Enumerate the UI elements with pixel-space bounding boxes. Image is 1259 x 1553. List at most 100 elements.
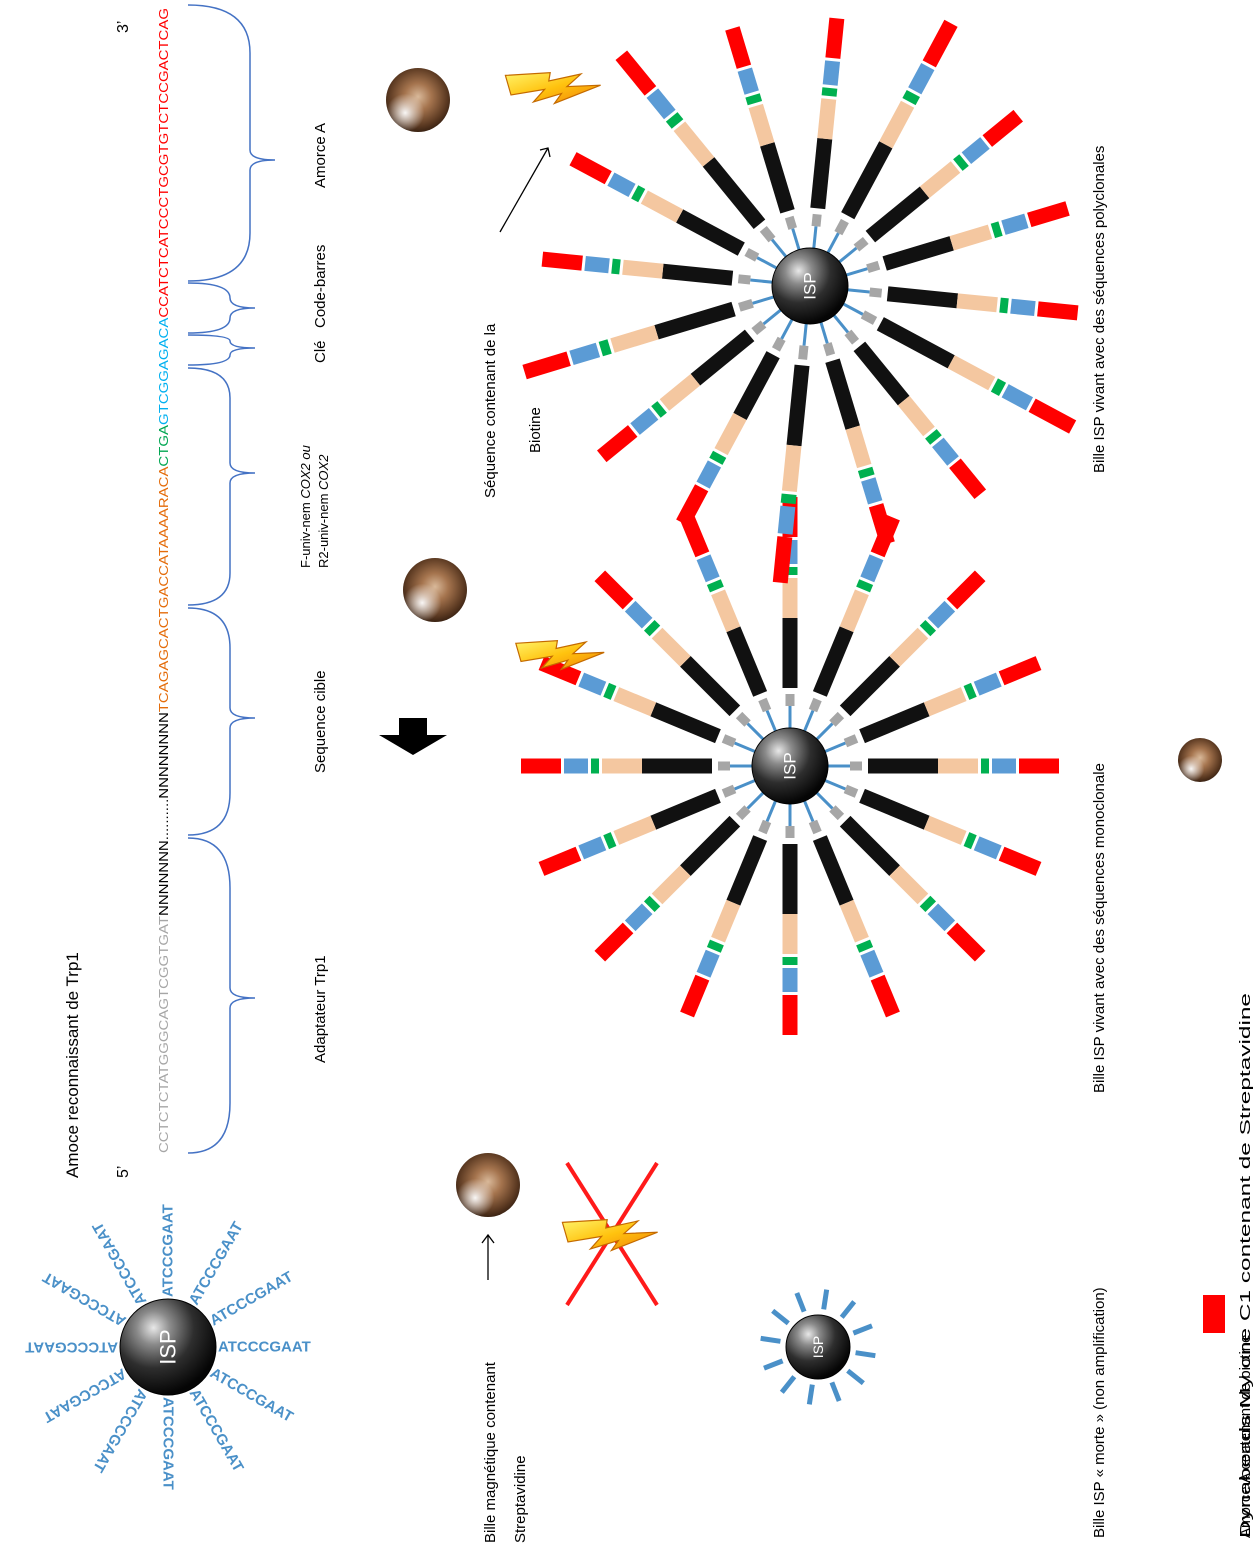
strand-segment-red xyxy=(538,846,582,876)
dna-strand xyxy=(680,798,778,1018)
label-mono-isp: Bille ISP vivant avec des séquences mono… xyxy=(1091,763,1108,1093)
magnetic-bead-highlight xyxy=(386,68,450,132)
strand-segment-green xyxy=(953,154,969,171)
strand-segment-blue xyxy=(932,437,959,466)
strand-segment-blue xyxy=(973,672,1002,696)
strand-segment-blue xyxy=(961,137,990,164)
isp-bead xyxy=(119,1298,217,1396)
bracket-cible xyxy=(187,607,256,836)
dna-strand xyxy=(569,152,779,271)
label-cible: Sequence cible xyxy=(312,670,329,773)
magnetic-bead-highlight xyxy=(1178,738,1222,782)
strand-segment-blue xyxy=(777,505,796,535)
primer-sequence-text: ATCCCGAAT xyxy=(186,1219,247,1308)
dead-isp xyxy=(760,1289,876,1405)
strand-linker xyxy=(802,709,815,734)
primer-stub xyxy=(839,1300,857,1319)
strand-segment-red xyxy=(1037,301,1079,321)
strand-segment-gray xyxy=(829,711,845,727)
label-amorce: Amorce A xyxy=(312,123,329,188)
strand-segment-black xyxy=(676,209,745,256)
isp-label: ISP xyxy=(781,752,800,779)
strand-segment-red xyxy=(569,152,612,185)
strand-segment-tan xyxy=(923,687,967,717)
label-amorce-biotine: Amorce A contenant de biotine xyxy=(1237,1335,1254,1538)
strand-segment-gray xyxy=(758,697,772,713)
strand-segment-red xyxy=(1027,201,1070,228)
strand-segment-gray xyxy=(844,329,860,345)
strand-segment-green xyxy=(780,493,797,505)
strand-segment-red xyxy=(946,922,986,962)
strand-segment-gray xyxy=(834,218,849,236)
label-cle: Clé xyxy=(312,340,329,363)
strand-segment-red xyxy=(676,484,709,527)
five-prime-label: 5’ xyxy=(115,1166,132,1178)
strand-linker xyxy=(844,267,868,278)
strand-segment-green xyxy=(651,401,667,418)
strand-segment-green xyxy=(643,895,661,913)
strand-segment-tan xyxy=(651,865,691,905)
strand-segment-blue xyxy=(646,88,676,120)
process-arrow xyxy=(379,718,447,755)
strand-segment-red xyxy=(615,50,657,96)
strand-segment-blue xyxy=(584,255,610,274)
strand-segment-blue xyxy=(860,949,884,978)
strand-segment-black xyxy=(702,157,766,229)
strand-segment-tan xyxy=(897,395,935,437)
strand-segment-black xyxy=(680,656,741,717)
dna-strand xyxy=(676,317,795,527)
strand-segment-gray xyxy=(735,711,751,727)
strand-linker xyxy=(814,722,834,742)
strand-segment-tan xyxy=(714,412,747,456)
strand-segment-gray xyxy=(798,345,809,360)
strand-segment-tan xyxy=(923,815,967,845)
strand-segment-red xyxy=(998,656,1042,686)
strand-segment-gray xyxy=(808,819,822,835)
strand-segment-red xyxy=(680,974,710,1018)
magnetic-bead-mono xyxy=(403,558,467,622)
strand-segment-red xyxy=(597,425,638,463)
primer-sequence-text: ATCCCGAAT xyxy=(40,1365,129,1426)
primer-sequence-text: ATCCCGAAT xyxy=(218,1339,311,1356)
strand-segment-green xyxy=(990,378,1007,396)
bracket-cle xyxy=(187,334,256,366)
strand-segment-tan xyxy=(949,224,993,251)
strand-segment-tan xyxy=(839,589,869,633)
dna-strand xyxy=(845,286,1079,321)
strand-segment-red xyxy=(594,570,634,610)
strand-linker xyxy=(825,232,840,255)
strand-segment-tan xyxy=(610,325,659,353)
segment-brackets xyxy=(187,4,276,1154)
strand-linker xyxy=(756,256,779,271)
strand-segment-green xyxy=(631,185,646,203)
strand-segment-blue xyxy=(696,460,722,489)
primer-stub xyxy=(794,1292,807,1313)
strand-segment-black xyxy=(650,702,721,744)
strand-linker xyxy=(746,722,766,742)
strand-segment-black xyxy=(726,835,768,906)
dead-isp-bead: ISP xyxy=(785,1314,851,1380)
primer-sequence-text: ATCCCGAAT xyxy=(160,1204,177,1297)
strand-segment-blue xyxy=(1010,298,1036,317)
strand-segment-black xyxy=(839,656,900,717)
strand-segment-tan xyxy=(956,293,998,313)
primer-stub xyxy=(855,1350,876,1359)
primer-stub xyxy=(771,1308,790,1326)
strand-segment-black xyxy=(810,137,833,210)
strand-segment-red xyxy=(868,503,895,546)
bracket-adaptateur xyxy=(187,837,256,1154)
magnetic-bead-legend xyxy=(1178,738,1222,782)
primer-stub xyxy=(829,1381,842,1402)
strand-segment-black xyxy=(760,142,795,214)
strand-segment-green xyxy=(665,112,684,129)
strand-segment-green xyxy=(963,682,977,700)
magnetic-bead-highlight xyxy=(403,558,467,622)
isp-label: ISP xyxy=(810,1336,826,1359)
dna-strand xyxy=(814,570,986,742)
strand-segment-gray xyxy=(744,247,760,262)
strand-segment-tan xyxy=(947,355,996,391)
lightning-poly xyxy=(504,71,601,105)
strand-segment-gray xyxy=(843,784,859,798)
strand-segment-red xyxy=(594,922,634,962)
